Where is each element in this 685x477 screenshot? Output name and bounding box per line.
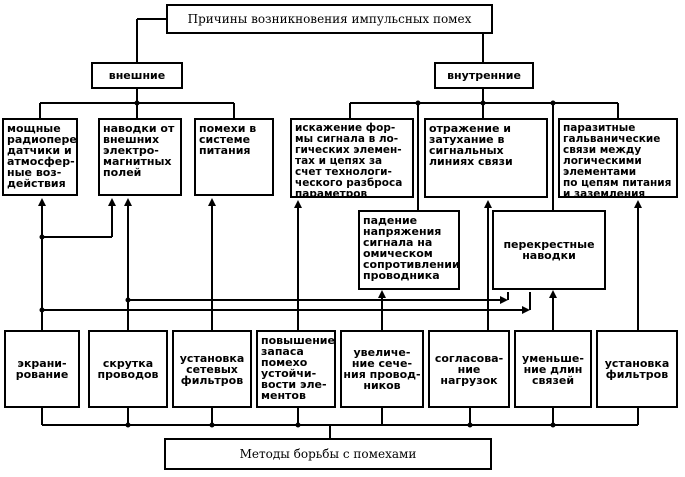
arrow-up (378, 290, 386, 298)
method-install-filters: установка фильтров (596, 330, 678, 408)
method-load-matching: согласова- ние нагрузок (428, 330, 510, 408)
arrow-up (634, 200, 642, 208)
arrow-up (108, 198, 116, 206)
method-mains-filters: установка сетевых фильтров (172, 330, 252, 408)
cause-voltage-drop: падение напряжения сигнала на омическом … (358, 210, 460, 290)
cause-line-reflection: отражение и затухание в сигнальных линия… (424, 118, 548, 198)
junction-dot (295, 422, 301, 428)
cause-galvanic-coupling: паразитные гальванические связи между ло… (558, 118, 678, 198)
arrow-up (484, 200, 492, 208)
arrow-up (38, 198, 46, 206)
arrow-up (294, 200, 302, 208)
cause-em-field-pickup: наводки от внешних электро- магнитных по… (98, 118, 182, 196)
method-wire-twisting: скрутка проводов (88, 330, 168, 408)
junction-dot (209, 422, 215, 428)
method-conductor-section: увеличе- ние сече- ния провод- ников (340, 330, 424, 408)
arrow-right (500, 296, 508, 304)
cause-power-noise: помехи в системе питания (194, 118, 274, 196)
title-box: Причины возникновения импульсных помех (166, 4, 493, 34)
cause-radio-transmitters: мощные радиопере- датчики и атмосфер- ны… (2, 118, 78, 196)
external-group-box: внешние (91, 62, 183, 89)
arrow-right (522, 306, 530, 314)
junction-dot (125, 422, 131, 428)
junction-dot (550, 422, 556, 428)
method-noise-margin: повышение запаса помехо устойчи- вости э… (256, 330, 336, 408)
junction-dot (467, 422, 473, 428)
arrow-up (549, 290, 557, 298)
internal-group-box: внутренние (434, 62, 534, 89)
cause-signal-distortion: искажение фор- мы сигнала в ло- гических… (290, 118, 414, 198)
arrow-up (208, 198, 216, 206)
method-shorter-links: уменьше- ние длин связей (514, 330, 592, 408)
method-shielding: экрани- рование (4, 330, 80, 408)
footer-box: Методы борьбы с помехами (164, 438, 492, 470)
cause-crosstalk: перекрестные наводки (492, 210, 606, 290)
arrow-up (124, 198, 132, 206)
